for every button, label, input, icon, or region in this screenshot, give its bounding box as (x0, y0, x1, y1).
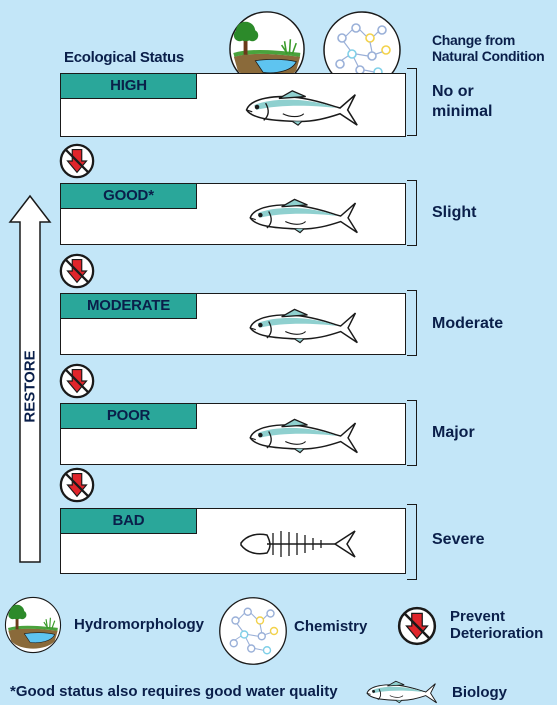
status-box-moderate: MODERATE (60, 293, 406, 355)
status-label-good: GOOD* (61, 184, 197, 209)
footnote: *Good status also requires good water qu… (10, 683, 338, 700)
legend-chemistry-icon (218, 596, 288, 666)
bracket-good (407, 180, 417, 246)
change-label-high: No or minimal (432, 82, 492, 122)
prevent-deterioration-icon (58, 362, 96, 400)
change-label-good: Slight (432, 203, 476, 223)
change-label-poor: Major (432, 423, 475, 443)
change-label-bad: Severe (432, 530, 485, 550)
prevent-deterioration-icon (58, 142, 96, 180)
legend-prevent-label: Prevent Deterioration (450, 608, 543, 642)
legend-prevent-deterioration-icon (396, 605, 438, 647)
change-label-moderate: Moderate (432, 314, 503, 334)
bracket-high (407, 68, 417, 136)
status-box-poor: POOR (60, 403, 406, 465)
bracket-poor (407, 400, 417, 466)
legend-biology-label: Biology (452, 684, 507, 702)
status-label-poor: POOR (61, 404, 197, 429)
legend-hydromorphology-label: Hydromorphology (74, 616, 204, 634)
status-label-high: HIGH (61, 74, 197, 99)
fish-skeleton-icon (237, 525, 361, 563)
legend-prevent-line1: Prevent (450, 608, 543, 625)
status-label-bad: BAD (61, 509, 197, 534)
status-box-bad: BAD (60, 508, 406, 574)
prevent-deterioration-icon (58, 466, 96, 504)
status-box-high: HIGH (60, 73, 406, 137)
status-label-moderate: MODERATE (61, 294, 197, 319)
fish-icon (241, 306, 361, 346)
change-text-high-1: No or (432, 82, 492, 102)
bracket-bad (407, 504, 417, 580)
legend-chemistry-label: Chemistry (294, 618, 367, 636)
prevent-deterioration-icon (58, 252, 96, 290)
change-from-heading: Change from Natural Condition (432, 32, 544, 64)
legend-hydromorphology-icon (4, 596, 62, 654)
restore-label-wrap: RESTORE (0, 356, 60, 416)
fish-icon (237, 88, 361, 128)
fish-icon (241, 416, 361, 456)
natural-condition-text: Natural Condition (432, 48, 544, 64)
legend-biology-icon (360, 680, 440, 704)
bracket-moderate (407, 290, 417, 356)
change-from-text: Change from (432, 32, 544, 48)
ecological-status-heading: Ecological Status (64, 49, 184, 66)
change-text-high-2: minimal (432, 102, 492, 122)
status-box-good: GOOD* (60, 183, 406, 245)
fish-icon (241, 196, 361, 236)
legend-prevent-line2: Deterioration (450, 625, 543, 642)
restore-label: RESTORE (22, 350, 39, 422)
